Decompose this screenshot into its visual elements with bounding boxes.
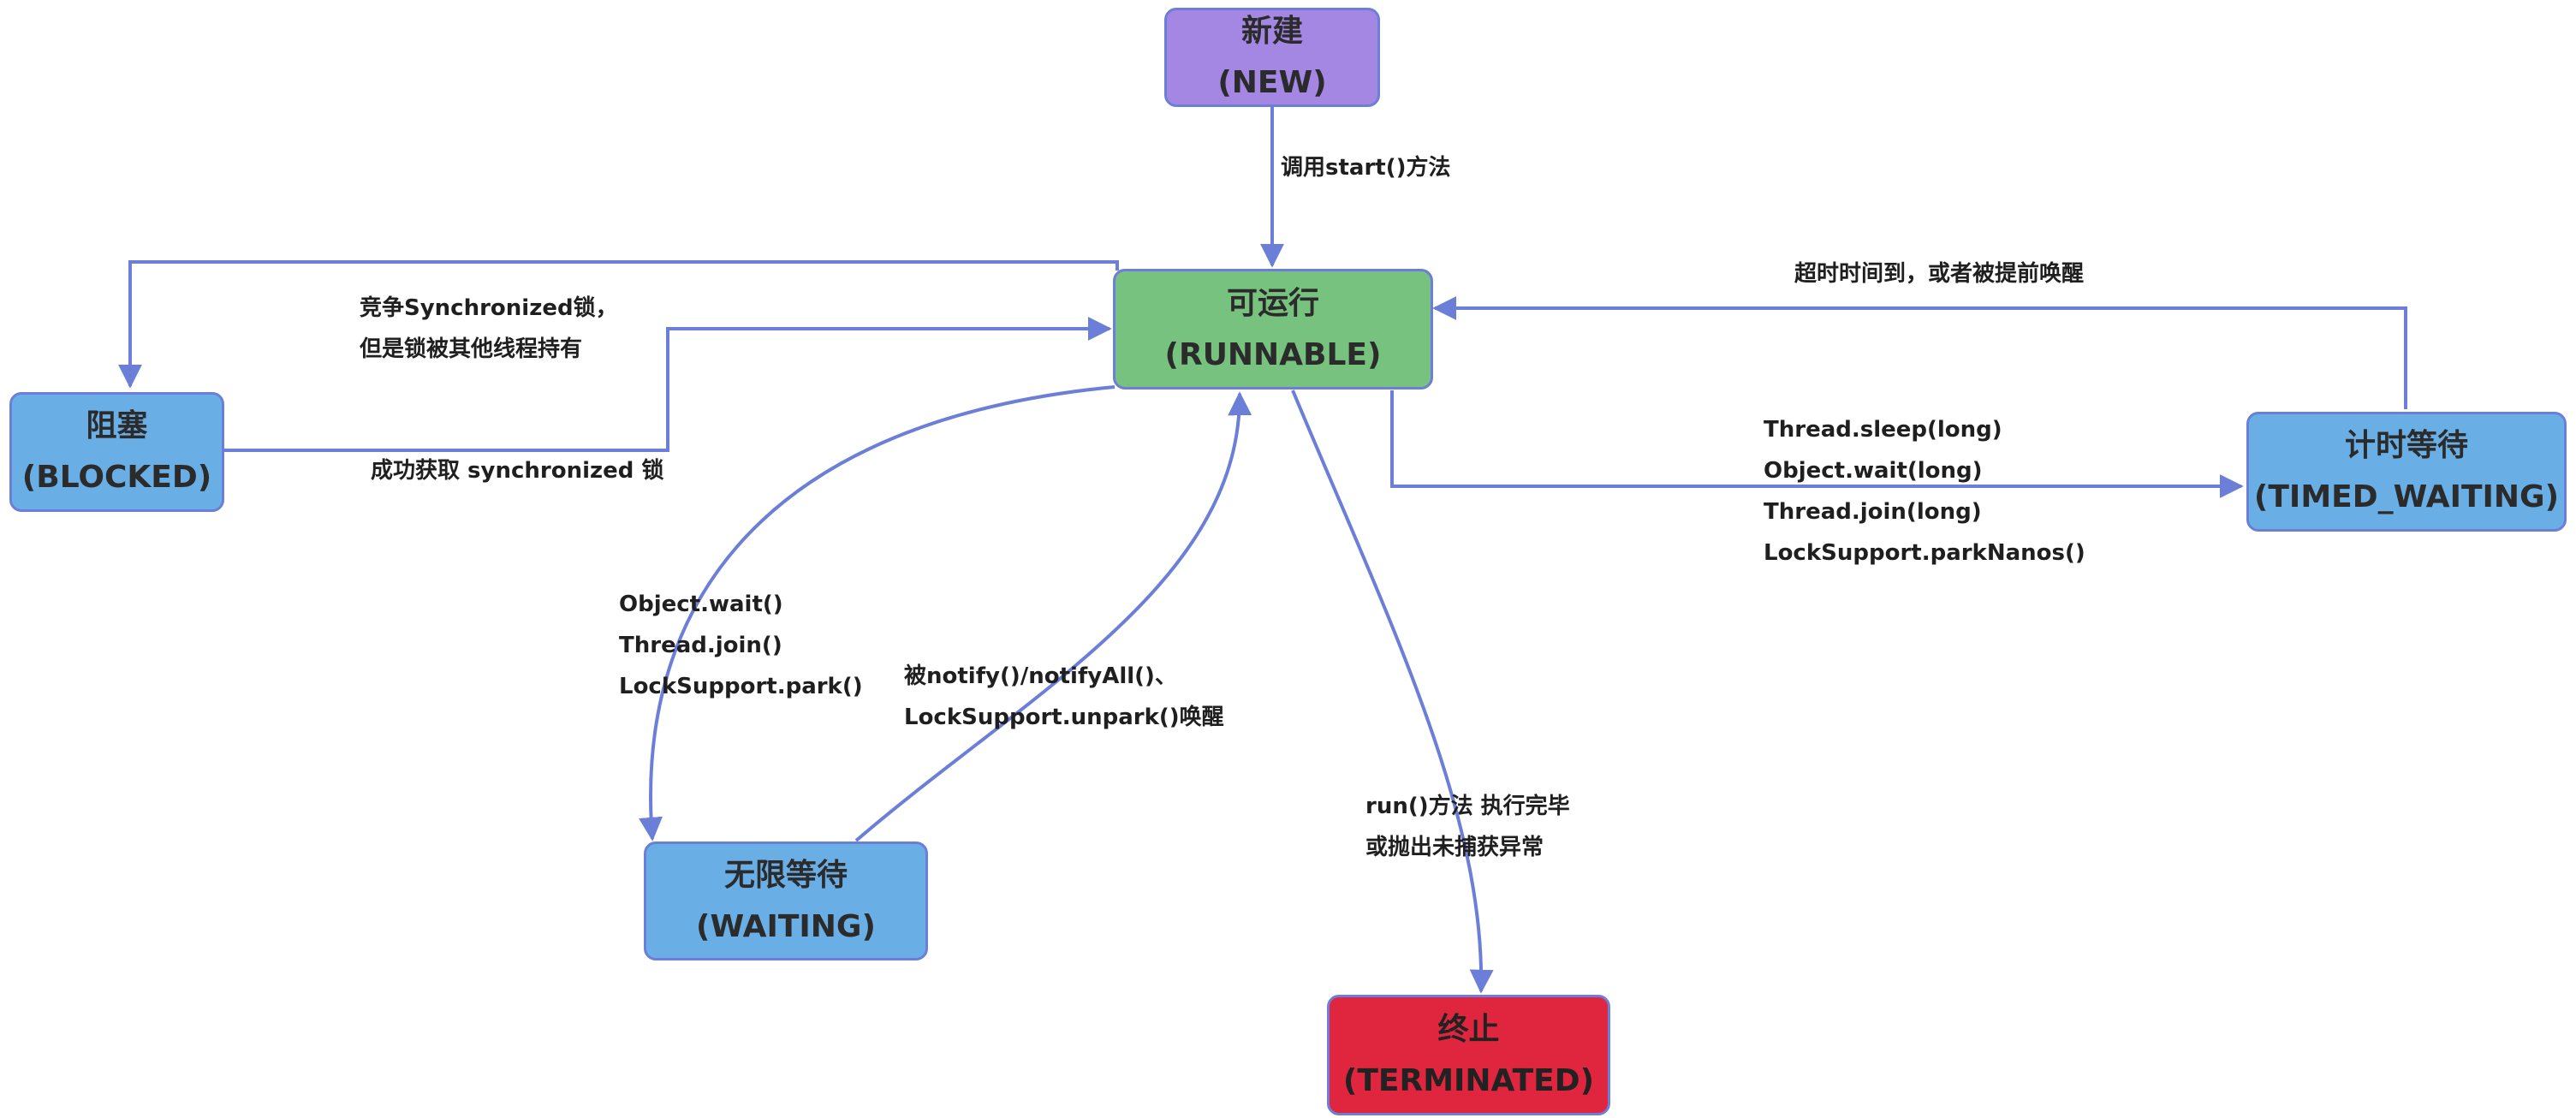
label-line: Thread.join() — [619, 633, 782, 658]
state-timed-waiting: 计时等待 (TIMED_WAITING) — [2246, 412, 2567, 532]
label-line: 超时时间到，或者被提前唤醒 — [1794, 261, 2085, 287]
label-line: 调用start()方法 — [1281, 155, 1451, 181]
state-timed-waiting-name: 计时等待 — [2344, 428, 2468, 463]
state-waiting: 无限等待 (WAITING) — [644, 841, 928, 960]
edge-runnable-to-blocked — [118, 260, 1119, 389]
label-waiting-to-runnable: 被notify()/notifyAll()、 LockSupport.unpar… — [904, 656, 1224, 738]
label-line: 成功获取 synchronized 锁 — [371, 458, 664, 484]
state-blocked-code: (BLOCKED) — [21, 460, 212, 495]
edge-timed-to-runnable — [1432, 296, 2407, 409]
label-line: run()方法 执行完毕 — [1365, 794, 1570, 819]
edge-runnable-to-terminated — [1291, 390, 1494, 994]
label-line: Thread.sleep(long) — [1764, 417, 2002, 443]
label-runnable-to-blocked: 竞争Synchronized锁， 但是锁被其他线程持有 — [360, 288, 618, 370]
label-line: 但是锁被其他线程持有 — [360, 336, 583, 362]
state-terminated-name: 终止 — [1437, 1011, 1500, 1047]
label-line: 被notify()/notifyAll()、 — [904, 663, 1177, 689]
label-runnable-to-waiting: Object.wait() Thread.join() LockSupport.… — [619, 584, 863, 707]
state-runnable-code: (RUNNABLE) — [1164, 336, 1382, 372]
label-runnable-to-timed: Thread.sleep(long) Object.wait(long) Thr… — [1764, 409, 2085, 574]
edge-runnable-to-timed — [1390, 390, 2244, 498]
state-blocked: 阻塞 (BLOCKED) — [9, 392, 224, 512]
label-line: Object.wait() — [619, 592, 783, 617]
edge-runnable-to-waiting — [639, 385, 1115, 841]
state-new: 新建 (NEW) — [1164, 8, 1380, 107]
label-line: LockSupport.parkNanos() — [1764, 540, 2085, 566]
label-line: 或抛出未捕获异常 — [1365, 835, 1544, 860]
state-runnable-name: 可运行 — [1226, 285, 1319, 321]
label-line: Object.wait(long) — [1764, 458, 1983, 484]
edge-blocked-to-runnable — [224, 317, 1112, 452]
label-new-to-runnable: 调用start()方法 — [1281, 147, 1450, 188]
state-waiting-name: 无限等待 — [723, 857, 848, 893]
label-timed-to-runnable: 超时时间到，或者被提前唤醒 — [1794, 253, 2084, 294]
state-timed-waiting-code: (TIMED_WAITING) — [2253, 479, 2560, 514]
edge-waiting-to-runnable — [854, 391, 1252, 842]
state-blocked-name: 阻塞 — [86, 408, 148, 443]
state-new-name: 新建 — [1240, 14, 1303, 49]
label-line: LockSupport.unpark()唤醒 — [904, 705, 1224, 730]
state-runnable: 可运行 (RUNNABLE) — [1113, 269, 1433, 390]
state-waiting-code: (WAITING) — [696, 908, 876, 944]
label-line: 竞争Synchronized锁， — [360, 295, 618, 321]
state-terminated: 终止 (TERMINATED) — [1327, 995, 1610, 1115]
label-runnable-to-terminated: run()方法 执行完毕 或抛出未捕获异常 — [1365, 786, 1570, 868]
label-line: Thread.join(long) — [1764, 499, 1982, 525]
label-blocked-to-runnable: 成功获取 synchronized 锁 — [371, 450, 663, 491]
state-new-code: (NEW) — [1217, 65, 1327, 100]
label-line: LockSupport.park() — [619, 674, 863, 699]
state-terminated-code: (TERMINATED) — [1342, 1062, 1595, 1098]
